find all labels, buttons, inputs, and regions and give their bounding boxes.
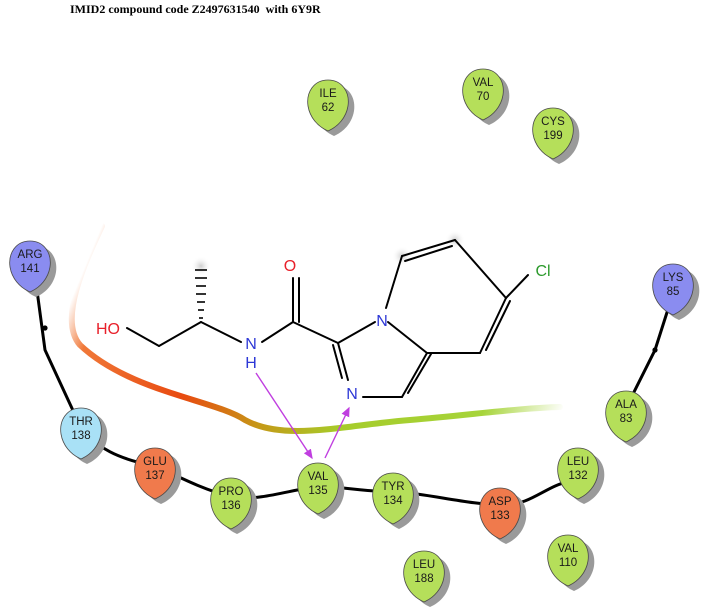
residue-body <box>60 407 102 460</box>
atom-chlorine: Cl <box>535 263 550 280</box>
residue-pro136: PRO 136 <box>210 477 258 534</box>
residue-number: 137 <box>145 470 164 482</box>
hbond-nh-to-val135 <box>255 372 313 460</box>
atom-bridge-n: N <box>376 313 388 330</box>
residue-name: VAL <box>473 77 494 89</box>
residue-glu137: GLU 137 <box>134 447 182 504</box>
residue-number: 83 <box>620 413 633 425</box>
residue-name: ARG <box>18 249 43 261</box>
residue-body <box>547 534 589 587</box>
residue-lys85: LYS 85 <box>652 263 700 320</box>
residue-number: 62 <box>322 102 335 114</box>
atom-hydroxyl: HO <box>96 321 120 338</box>
residue-number: 136 <box>221 500 240 512</box>
residue-name: VAL <box>308 471 329 483</box>
residue-asp133: ASP 133 <box>479 487 527 544</box>
hbond-val135-to-n <box>324 406 350 459</box>
residue-body <box>134 447 176 500</box>
residue-body <box>532 107 574 160</box>
residue-body <box>307 79 349 132</box>
residue-number: 138 <box>71 430 90 442</box>
solvent-exposure <box>191 230 465 276</box>
residue-name: THR <box>69 416 93 428</box>
residue-number: 70 <box>477 91 490 103</box>
residue-ala83: ALA 83 <box>605 390 653 447</box>
pocket-contour <box>68 223 563 434</box>
residue-name: VAL <box>558 543 579 555</box>
residue-name: ASP <box>488 496 511 508</box>
residue-body <box>605 390 647 443</box>
residue-body <box>462 68 504 121</box>
residue-thr138: THR 138 <box>60 407 108 464</box>
residue-body <box>9 240 51 293</box>
residue-body <box>297 462 339 515</box>
residue-number: 135 <box>308 485 327 497</box>
residue-number: 188 <box>414 573 433 585</box>
residue-number: 199 <box>543 130 562 142</box>
residue-body <box>652 263 694 316</box>
residue-val135: VAL 135 <box>297 462 345 519</box>
residue-name: GLU <box>143 456 167 468</box>
residues: ILE 62 VAL 70 CYS 199 ARG 141 LYS 85 ALA 83 TH… <box>9 68 700 607</box>
residue-val110: VAL 110 <box>547 534 595 591</box>
residue-leu132: LEU 132 <box>557 447 605 504</box>
backbone-joints <box>42 325 658 353</box>
residue-body <box>403 550 445 603</box>
residue-number: 141 <box>20 263 39 275</box>
residue-name: ILE <box>319 88 337 100</box>
residue-number: 132 <box>568 470 587 482</box>
residue-tyr134: TYR 134 <box>372 472 420 529</box>
residue-ile62: ILE 62 <box>307 79 355 136</box>
residue-name: LEU <box>413 559 435 571</box>
residue-name: CYS <box>541 116 565 128</box>
ligand-bonds <box>126 239 529 398</box>
residue-number: 85 <box>667 286 680 298</box>
residue-body <box>372 472 414 525</box>
residue-body <box>557 447 599 500</box>
residue-number: 133 <box>490 510 509 522</box>
atom-carbonyl-o: O <box>284 258 296 275</box>
atom-amide-n: N <box>245 336 257 353</box>
residue-val70: VAL 70 <box>462 68 510 125</box>
residue-name: LEU <box>567 456 589 468</box>
residue-leu188: LEU 188 <box>403 550 451 607</box>
residue-name: TYR <box>382 481 405 493</box>
residue-arg141: ARG 141 <box>9 240 57 297</box>
diagram-title: IMID2 compound code Z2497631540 with 6Y9… <box>70 2 321 16</box>
residue-number: 110 <box>559 557 577 569</box>
residue-body <box>479 487 521 540</box>
residue-name: PRO <box>219 486 244 498</box>
residue-number: 134 <box>383 495 403 507</box>
residue-cys199: CYS 199 <box>532 107 580 164</box>
stereo-hash-bond <box>195 269 207 319</box>
residue-name: LYS <box>663 272 684 284</box>
residue-body <box>210 477 252 530</box>
hydrogen-bonds <box>255 372 350 460</box>
residue-name: ALA <box>615 399 637 411</box>
atom-amide-h: H <box>245 355 257 372</box>
atom-labels: HO N H O N N Cl <box>96 258 551 403</box>
atom-imidazole-n: N <box>346 386 358 403</box>
